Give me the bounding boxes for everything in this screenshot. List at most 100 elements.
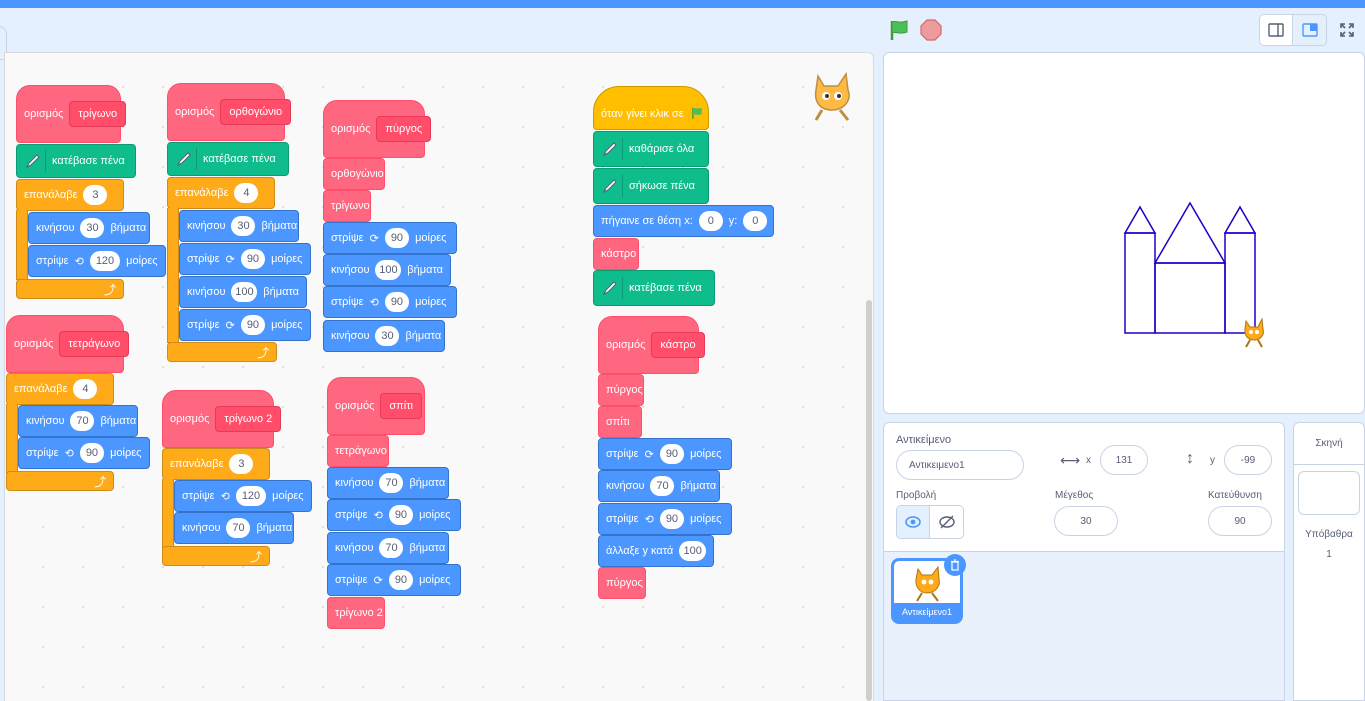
goto-xy-block[interactable]: πήγαινε σε θέση x: 0 y: 0 <box>593 205 774 237</box>
turn-right-block[interactable]: στρίψε ⟳ 90 μοίρες <box>179 243 311 275</box>
size-input[interactable]: 30 <box>1054 506 1118 536</box>
rectangle-proto[interactable]: ορθογώνιο <box>220 99 292 125</box>
change-y-input[interactable]: 100 <box>679 541 706 561</box>
fullscreen-icon[interactable] <box>1330 14 1364 46</box>
hide-eye-icon[interactable] <box>930 505 964 539</box>
turn-degrees-input[interactable]: 90 <box>388 570 414 590</box>
turn-right-block[interactable]: στρίψε ⟳ 90 μοίρες <box>179 309 311 341</box>
code-tab-edge[interactable] <box>0 26 7 60</box>
castle-proto[interactable]: κάστρο <box>651 332 705 358</box>
turn-right-block[interactable]: στρίψε ⟳ 90 μοίρες <box>327 564 461 596</box>
turn-degrees-input[interactable]: 90 <box>659 509 685 529</box>
move-block[interactable]: κινήσου 70 βήματα <box>327 467 449 499</box>
goto-y-input[interactable]: 0 <box>743 211 768 231</box>
move-block[interactable]: κινήσου 70 βήματα <box>174 512 294 544</box>
turn-left-block[interactable]: στρίψε ⟲ 120 μοίρες <box>28 245 166 277</box>
normal-stage-icon[interactable] <box>1293 14 1327 46</box>
move-block[interactable]: κινήσου 30 βήματα <box>323 320 445 352</box>
call-tower-block[interactable]: πύργος <box>598 374 644 406</box>
turn-degrees-input[interactable]: 120 <box>89 251 121 271</box>
change-y-block[interactable]: άλλαξε y κατά 100 <box>598 535 714 567</box>
turn-left-block[interactable]: στρίψε ⟲ 90 μοίρες <box>598 503 732 535</box>
turn-right-block[interactable]: στρίψε ⟳ 90 μοίρες <box>598 438 732 470</box>
move-steps-input[interactable]: 70 <box>379 473 404 493</box>
stop-icon[interactable] <box>920 19 942 41</box>
green-flag-icon[interactable] <box>887 18 911 42</box>
pen-up-block[interactable]: σήκωσε πένα <box>593 168 709 204</box>
call-triangle2-block[interactable]: τρίγωνο 2 <box>327 597 385 629</box>
turn-degrees-input[interactable]: 90 <box>240 249 266 269</box>
turn-degrees-input[interactable]: 90 <box>659 444 685 464</box>
repeat-block[interactable]: επανάλαβε 3 <box>162 448 270 480</box>
pen-down-block[interactable]: κατέβασε πένα <box>16 144 136 178</box>
move-steps-input[interactable]: 70 <box>379 538 404 558</box>
turn-left-block[interactable]: στρίψε ⟲ 90 μοίρες <box>327 499 461 531</box>
move-block[interactable]: κινήσου 100 βήματα <box>179 276 307 308</box>
stage-selector-panel[interactable]: Σκηνή Υπόβαθρα 1 <box>1293 422 1365 701</box>
define-triangle-block[interactable]: ορισμός τρίγωνο <box>16 85 127 143</box>
workspace-scrollbar[interactable] <box>866 300 872 701</box>
repeat-count[interactable]: 4 <box>234 183 259 203</box>
turn-degrees-input[interactable]: 90 <box>384 292 410 312</box>
call-tower-block[interactable]: πύργος <box>598 567 646 599</box>
pen-down-block[interactable]: κατέβασε πένα <box>167 142 289 176</box>
move-block[interactable]: κινήσου 70 βήματα <box>18 405 138 437</box>
move-steps-input[interactable]: 30 <box>375 326 400 346</box>
turn-degrees-input[interactable]: 120 <box>235 486 267 506</box>
small-stage-icon[interactable] <box>1259 14 1293 46</box>
move-steps-input[interactable]: 30 <box>80 218 105 238</box>
define-castle-block[interactable]: ορισμός κάστρο <box>598 316 705 374</box>
call-triangle-block[interactable]: τρίγωνο <box>323 190 371 222</box>
sprite-thumbnail[interactable]: Αντικείμενο1 <box>891 558 963 624</box>
move-block[interactable]: κινήσου 30 βήματα <box>28 212 150 244</box>
call-house-block[interactable]: σπίτι <box>598 406 642 438</box>
move-block[interactable]: κινήσου 100 βήματα <box>323 254 451 286</box>
move-steps-input[interactable]: 100 <box>231 282 258 302</box>
square-proto[interactable]: τετράγωνο <box>59 331 130 357</box>
backdrop-thumbnail[interactable] <box>1298 471 1360 515</box>
triangle2-proto[interactable]: τρίγωνο 2 <box>215 406 282 432</box>
define-rectangle-block[interactable]: ορισμός ορθογώνιο <box>167 83 292 141</box>
repeat-block[interactable]: επανάλαβε 4 <box>167 177 275 209</box>
call-castle-block[interactable]: κάστρο <box>593 238 639 270</box>
repeat-block[interactable]: επανάλαβε 3 <box>16 179 124 211</box>
tower-proto[interactable]: πύργος <box>376 116 432 142</box>
pen-clear-block[interactable]: καθάρισε όλα <box>593 131 709 167</box>
turn-right-block[interactable]: στρίψε ⟳ 90 μοίρες <box>323 222 457 254</box>
move-block[interactable]: κινήσου 70 βήματα <box>327 532 449 564</box>
define-tower-block[interactable]: ορισμός πύργος <box>323 100 432 158</box>
turn-degrees-input[interactable]: 90 <box>79 443 105 463</box>
repeat-count[interactable]: 3 <box>229 454 254 474</box>
turn-left-block[interactable]: στρίψε ⟲ 90 μοίρες <box>18 437 150 469</box>
turn-left-block[interactable]: στρίψε ⟲ 90 μοίρες <box>323 286 457 318</box>
stage-canvas[interactable] <box>883 52 1365 414</box>
sprite-name-input[interactable]: Αντικειμενο1 <box>896 450 1024 480</box>
direction-input[interactable]: 90 <box>1208 506 1272 536</box>
move-steps-input[interactable]: 30 <box>231 216 256 236</box>
house-proto[interactable]: σπίτι <box>380 393 422 419</box>
turn-degrees-input[interactable]: 90 <box>388 505 414 525</box>
move-steps-input[interactable]: 70 <box>70 411 95 431</box>
repeat-count[interactable]: 3 <box>83 185 108 205</box>
move-block[interactable]: κινήσου 70 βήματα <box>598 470 720 502</box>
triangle-proto[interactable]: τρίγωνο <box>69 101 127 127</box>
turn-degrees-input[interactable]: 90 <box>240 315 266 335</box>
goto-x-input[interactable]: 0 <box>698 211 723 231</box>
move-steps-input[interactable]: 100 <box>375 260 402 280</box>
repeat-count[interactable]: 4 <box>73 379 98 399</box>
x-input[interactable]: 131 <box>1100 445 1148 475</box>
repeat-block[interactable]: επανάλαβε 4 <box>6 373 114 405</box>
call-rectangle-block[interactable]: ορθογώνιο <box>323 158 385 190</box>
show-eye-icon[interactable] <box>896 505 930 539</box>
trash-icon[interactable] <box>944 554 966 576</box>
pen-down-block[interactable]: κατέβασε πένα <box>593 270 715 306</box>
define-triangle2-block[interactable]: ορισμός τρίγωνο 2 <box>162 390 282 448</box>
move-steps-input[interactable]: 70 <box>650 476 675 496</box>
when-flag-clicked-block[interactable]: όταν γίνει κλικ σε <box>593 86 709 130</box>
define-house-block[interactable]: ορισμός σπίτι <box>327 377 425 435</box>
define-square-block[interactable]: ορισμός τετράγωνο <box>6 315 130 373</box>
turn-left-block[interactable]: στρίψε ⟲ 120 μοίρες <box>174 480 312 512</box>
move-steps-input[interactable]: 70 <box>226 518 251 538</box>
move-block[interactable]: κινήσου 30 βήματα <box>179 210 299 242</box>
turn-degrees-input[interactable]: 90 <box>384 228 410 248</box>
